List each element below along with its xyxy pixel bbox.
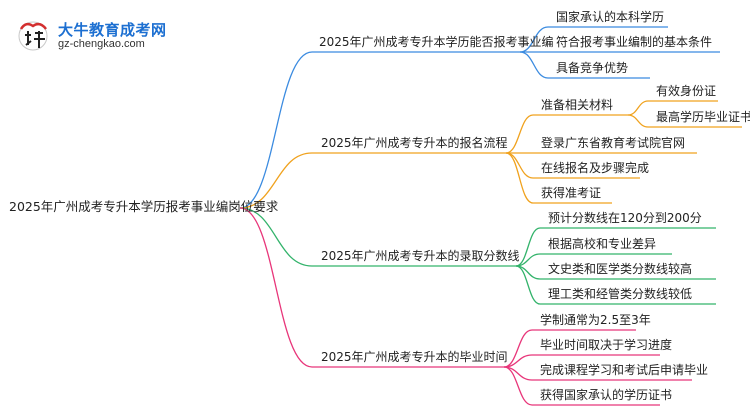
leaf-id-card: 有效身份证 bbox=[656, 84, 717, 98]
edge-materials-id bbox=[627, 100, 649, 116]
leaf-apply-graduation: 完成课程学习和考试后申请毕业 bbox=[540, 363, 709, 377]
leaf-study-length: 学制通常为2.5至3年 bbox=[540, 313, 651, 327]
root-topic: 2025年广州成考专升本学历报考事业编岗位要求 bbox=[9, 199, 279, 214]
edge-branch-1-leaf-3 bbox=[519, 51, 549, 79]
edge-root-branch-3 bbox=[239, 207, 313, 267]
leaf-basic-conditions: 符合报考事业编制的基本条件 bbox=[556, 35, 713, 49]
site-name: 大牛教育成考网 bbox=[58, 21, 167, 39]
branch-qualification: 2025年广州成考专升本学历能否报考事业编 bbox=[319, 35, 554, 49]
edge-branch-2-leaf-4 bbox=[505, 152, 534, 204]
edge-root-branch-1 bbox=[239, 51, 313, 209]
edge-root-branch-4 bbox=[239, 207, 313, 368]
leaf-progress-dependent: 毕业时间取决于学习进度 bbox=[540, 338, 673, 352]
edge-root-branch-2 bbox=[239, 152, 313, 209]
bull-logo-icon bbox=[18, 21, 48, 51]
leaf-arts-medicine-high: 文史类和医学类分数线较高 bbox=[548, 262, 693, 276]
edge-materials-diploma bbox=[627, 114, 649, 128]
branch-registration: 2025年广州成考专升本的报名流程 bbox=[321, 136, 508, 150]
leaf-diploma: 最高学历毕业证书 bbox=[656, 110, 750, 124]
edge-branch-4-leaf-4 bbox=[503, 366, 533, 406]
site-url: gz-chengkao.com bbox=[58, 38, 145, 50]
leaf-school-difference: 根据高校和专业差异 bbox=[548, 237, 657, 251]
leaf-get-certificate: 获得国家承认的学历证书 bbox=[540, 388, 673, 402]
branch-graduation-time: 2025年广州成考专升本的毕业时间 bbox=[321, 350, 508, 364]
leaf-online-signup: 在线报名及步骤完成 bbox=[541, 161, 650, 175]
edge-branch-4-leaf-1 bbox=[503, 329, 533, 368]
edge-branch-3-leaf-4 bbox=[515, 265, 541, 305]
leaf-science-economics-low: 理工类和经管类分数线较低 bbox=[548, 287, 693, 301]
leaf-admission-ticket: 获得准考证 bbox=[541, 186, 602, 200]
edge-branch-1-leaf-1 bbox=[519, 26, 549, 53]
leaf-login-website: 登录广东省教育考试院官网 bbox=[541, 136, 686, 150]
edge-branch-3-leaf-1 bbox=[515, 227, 541, 267]
edge-branch-2-leaf-1 bbox=[505, 114, 534, 154]
leaf-competitive-edge: 具备竞争优势 bbox=[556, 61, 629, 75]
branch-cutoff-score: 2025年广州成考专升本的录取分数线 bbox=[321, 249, 520, 263]
leaf-prepare-materials: 准备相关材料 bbox=[541, 98, 614, 112]
leaf-score-range: 预计分数线在120分到200分 bbox=[548, 211, 702, 225]
site-logo: 大牛教育成考网 gz-chengkao.com bbox=[16, 17, 166, 53]
leaf-recognized-degree: 国家承认的本科学历 bbox=[556, 10, 665, 24]
edge-branch-2-leaf-3 bbox=[505, 152, 534, 179]
